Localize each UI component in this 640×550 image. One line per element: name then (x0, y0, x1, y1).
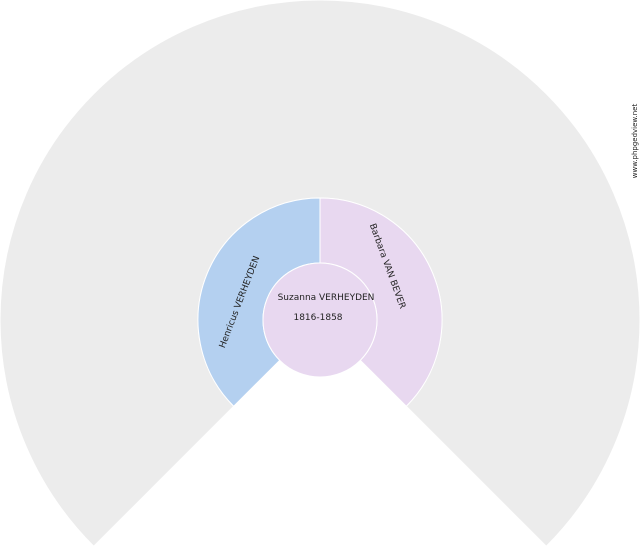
root-person-dates: 1816-1858 (293, 313, 342, 323)
root-person-circle[interactable] (262, 262, 378, 378)
credit-link[interactable]: www.phpgedview.net (631, 104, 639, 179)
root-person-name: Suzanna VERHEYDEN (278, 293, 375, 303)
